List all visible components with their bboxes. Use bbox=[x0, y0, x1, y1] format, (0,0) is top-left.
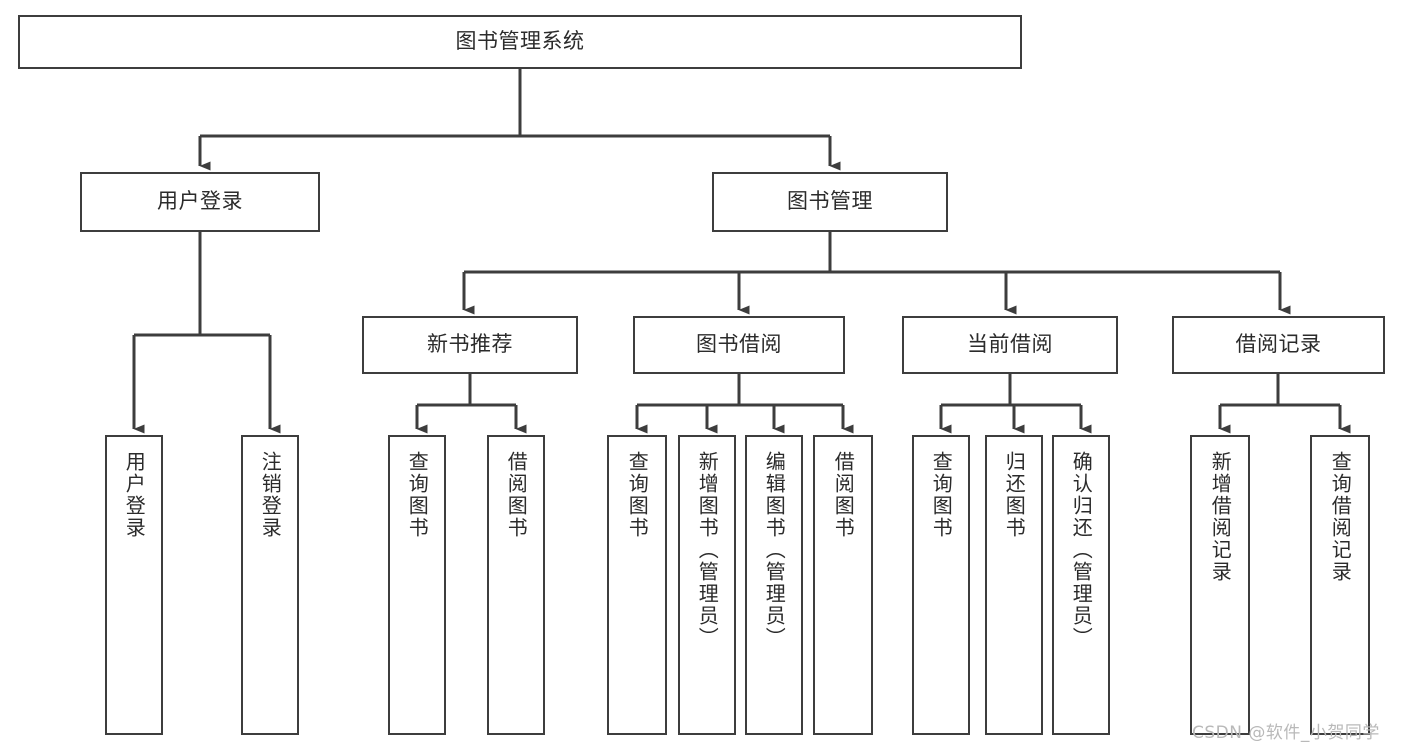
leaf-return-books[interactable]: 归还图书 bbox=[985, 435, 1043, 735]
leaf-add-book-admin-label: 新增图书（管理员） bbox=[695, 451, 720, 649]
leaf-borrow-books[interactable]: 借阅图书 bbox=[813, 435, 873, 735]
leaf-query-books-current-label: 查询图书 bbox=[929, 451, 954, 539]
leaf-add-book-admin[interactable]: 新增图书（管理员） bbox=[678, 435, 736, 735]
node-root-label: 图书管理系统 bbox=[455, 29, 585, 54]
node-new-book-recommend[interactable]: 新书推荐 bbox=[362, 316, 578, 374]
node-book-borrow[interactable]: 图书借阅 bbox=[633, 316, 845, 374]
leaf-add-borrow-record[interactable]: 新增借阅记录 bbox=[1190, 435, 1250, 735]
leaf-borrow-books-recommend-label: 借阅图书 bbox=[504, 451, 529, 539]
leaf-edit-book-admin[interactable]: 编辑图书（管理员） bbox=[745, 435, 803, 735]
node-book-management-label: 图书管理 bbox=[787, 189, 873, 214]
leaf-query-books-borrow-label: 查询图书 bbox=[625, 451, 650, 539]
node-book-borrow-label: 图书借阅 bbox=[696, 332, 782, 357]
leaf-query-borrow-record[interactable]: 查询借阅记录 bbox=[1310, 435, 1370, 735]
leaf-query-books-recommend[interactable]: 查询图书 bbox=[388, 435, 446, 735]
leaf-borrow-books-recommend[interactable]: 借阅图书 bbox=[487, 435, 545, 735]
node-borrow-records[interactable]: 借阅记录 bbox=[1172, 316, 1385, 374]
leaf-confirm-return-admin-label: 确认归还（管理员） bbox=[1069, 451, 1094, 649]
node-book-management[interactable]: 图书管理 bbox=[712, 172, 948, 232]
leaf-query-books-current[interactable]: 查询图书 bbox=[912, 435, 970, 735]
leaf-query-borrow-record-label: 查询借阅记录 bbox=[1328, 451, 1353, 583]
node-new-book-recommend-label: 新书推荐 bbox=[427, 332, 513, 357]
leaf-user-login-label: 用户登录 bbox=[122, 451, 147, 539]
node-user-login-label: 用户登录 bbox=[157, 189, 243, 214]
leaf-query-books-borrow[interactable]: 查询图书 bbox=[607, 435, 667, 735]
leaf-logout[interactable]: 注销登录 bbox=[241, 435, 299, 735]
leaf-user-login[interactable]: 用户登录 bbox=[105, 435, 163, 735]
node-user-login[interactable]: 用户登录 bbox=[80, 172, 320, 232]
leaf-borrow-books-label: 借阅图书 bbox=[831, 451, 856, 539]
leaf-return-books-label: 归还图书 bbox=[1002, 451, 1027, 539]
node-current-borrow[interactable]: 当前借阅 bbox=[902, 316, 1118, 374]
csdn-watermark: CSDN @软件_小贺同学 bbox=[1192, 723, 1380, 743]
leaf-logout-label: 注销登录 bbox=[258, 451, 283, 539]
leaf-query-books-recommend-label: 查询图书 bbox=[405, 451, 430, 539]
leaf-confirm-return-admin[interactable]: 确认归还（管理员） bbox=[1052, 435, 1110, 735]
node-root[interactable]: 图书管理系统 bbox=[18, 15, 1022, 69]
node-current-borrow-label: 当前借阅 bbox=[967, 332, 1053, 357]
leaf-add-borrow-record-label: 新增借阅记录 bbox=[1208, 451, 1233, 583]
leaf-edit-book-admin-label: 编辑图书（管理员） bbox=[762, 451, 787, 649]
node-borrow-records-label: 借阅记录 bbox=[1235, 332, 1322, 357]
